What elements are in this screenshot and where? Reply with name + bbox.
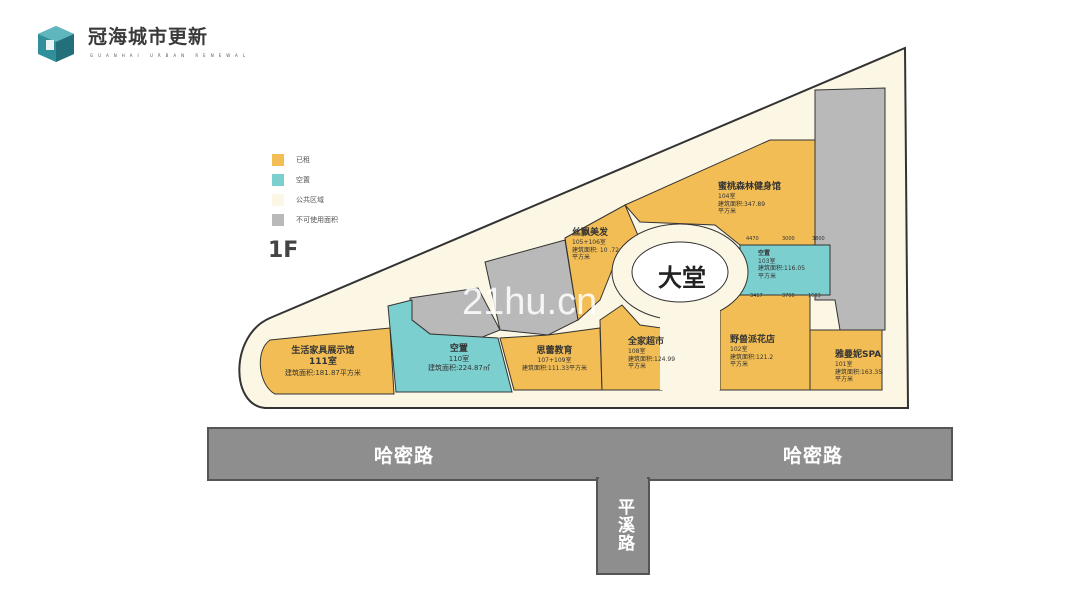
- room-number: 111室: [309, 357, 337, 368]
- room-unit: 平方米: [758, 272, 777, 280]
- lobby-label: 大堂: [658, 264, 706, 292]
- room-area: 建筑面积: 10 .72: [572, 246, 620, 254]
- floor-label: 1F: [268, 238, 299, 263]
- room-label-108: 全家超市 108室 建筑面积:124.99 平方米: [628, 337, 675, 371]
- room-name: 雅曼妮SPA: [835, 350, 882, 360]
- room-area: 建筑面积:116.05: [758, 265, 806, 272]
- core-middle: [484, 239, 579, 336]
- room-unit: 平方米: [718, 208, 737, 216]
- dimension-label: 3700: [782, 293, 795, 299]
- room-area: 建筑面积:181.87平方米: [285, 368, 361, 377]
- room-area: 建筑面积:111.33平方米: [522, 364, 588, 372]
- room-label-102: 野兽派花店 102室 建筑面积:121.2 平方米: [730, 335, 775, 369]
- dimension-label: 3417: [750, 293, 763, 299]
- legend-swatch: [272, 154, 284, 166]
- legend-swatch: [272, 174, 284, 186]
- legend-swatch: [272, 194, 284, 206]
- watermark: 21hu.cn: [462, 281, 598, 323]
- room-unit: 平方米: [628, 363, 647, 371]
- room-name: 生活家具展示馆: [291, 346, 355, 356]
- room-label-104: 蜜桃森林健身馆 104室 建筑面积:347.89 平方米: [718, 182, 781, 216]
- logo-text: 冠海城市更新: [88, 26, 209, 48]
- room-label-111: 生活家具展示馆 111室 建筑面积:181.87平方米: [285, 346, 361, 377]
- room-unit: 平方米: [730, 361, 749, 369]
- road-label-hami-right: 哈密路: [783, 445, 844, 467]
- room-number: 107+109室: [537, 357, 572, 365]
- room-unit: 平方米: [835, 376, 854, 384]
- room-number: 101室: [835, 361, 853, 369]
- room-name: 空置: [758, 250, 771, 257]
- legend-item-vacant: 空置: [272, 174, 310, 186]
- road-label-pingxi: 平溪路: [614, 498, 634, 552]
- room-name: 丝飘美发: [572, 228, 609, 238]
- room-name: 全家超市: [628, 337, 665, 347]
- dimension-label: 3000: [782, 236, 795, 242]
- room-101: [809, 329, 883, 391]
- dimension-label: 3800: [812, 236, 825, 242]
- logo-icon: [38, 26, 74, 62]
- room-area: 建筑面积:347.89: [718, 200, 766, 208]
- room-number: 108室: [628, 348, 646, 356]
- legend-label: 公共区域: [296, 196, 324, 204]
- room-label-110: 空置 110室 建筑面积:224.87㎡: [428, 344, 490, 373]
- legend-label: 已租: [296, 156, 310, 164]
- road-hami: [207, 427, 953, 481]
- room-name: 思蕾教育: [536, 346, 573, 356]
- room-area: 建筑面积:224.87㎡: [428, 364, 490, 372]
- road-label-hami-left: 哈密路: [374, 445, 435, 467]
- room-area: 建筑面积:163.35: [835, 368, 883, 376]
- room-number: 104室: [718, 193, 736, 201]
- room-label-107-109: 思蕾教育 107+109室 建筑面积:111.33平方米: [522, 346, 587, 372]
- legend-item-leased: 已租: [272, 154, 310, 166]
- lobby-inner: [631, 241, 729, 303]
- lobby-corridor: [660, 300, 720, 390]
- room-number: 110室: [448, 355, 470, 364]
- room-unit: 平方米: [572, 254, 591, 262]
- room-111: [259, 327, 395, 395]
- room-110: [387, 299, 513, 393]
- room-label-103: 空置 103室 建筑面积:116.05 平方米: [758, 250, 805, 280]
- room-name: 空置: [449, 344, 468, 354]
- room-name: 蜜桃森林健身馆: [718, 182, 782, 192]
- logo-subtitle: GUANHAI URBAN RENEWAL: [90, 53, 250, 58]
- room-label-105-106: 丝飘美发 105+106室 建筑面积: 10 .72 平方米: [572, 228, 619, 262]
- room-area: 建筑面积:124.99: [628, 355, 676, 363]
- legend-label: 空置: [296, 176, 310, 184]
- legend-item-public: 公共区域: [272, 194, 324, 206]
- dimension-label: 4470: [746, 236, 759, 242]
- road-pingxi: [596, 477, 650, 575]
- legend-item-unusable: 不可使用面积: [272, 214, 338, 226]
- room-area: 建筑面积:121.2: [730, 353, 774, 361]
- room-label-101: 雅曼妮SPA 101室 建筑面积:163.35 平方米: [835, 350, 882, 384]
- room-number: 103室: [758, 257, 776, 265]
- room-number: 105+106室: [572, 239, 606, 247]
- legend-swatch: [272, 214, 284, 226]
- room-name: 野兽派花店: [730, 335, 776, 345]
- dimension-label: 1603: [808, 293, 821, 299]
- legend-label: 不可使用面积: [296, 216, 338, 224]
- room-number: 102室: [730, 346, 748, 354]
